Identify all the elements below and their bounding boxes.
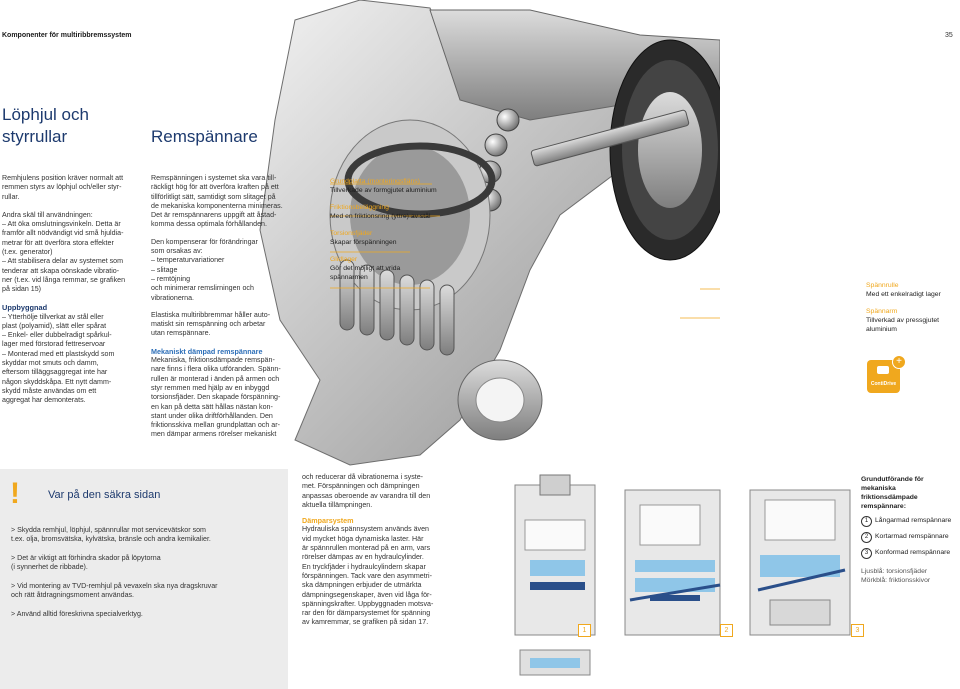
label-title-torsion-spring: Torsionsfjäder <box>330 230 373 237</box>
label-desc-pulley: Med ett enkelradigt lager <box>866 291 941 298</box>
continued-text: och reducerar då vibrationerna i syste- … <box>302 473 431 509</box>
tensioner-p4: Mekaniska, friktionsdämpade remspän- nar… <box>151 356 281 439</box>
safety-title: Var på den säkra sidan <box>48 489 161 501</box>
long-arm-tensioner-section <box>514 474 596 676</box>
legend-num: 3 <box>861 548 872 559</box>
label-desc-torsion-spring: Skapar förspänningen <box>330 239 397 246</box>
legend-label: Långarmad remspännare <box>875 517 952 524</box>
reasons-list: – Att öka omslutningsvinkeln. Detta är f… <box>2 220 126 294</box>
idler-intro: Remhjulens position kräver normalt att r… <box>2 174 124 201</box>
safety-item: > Använd alltid föreskrivna specialverkt… <box>11 610 143 618</box>
label-title-friction-coating: Friktionsbeläggning <box>330 204 389 211</box>
label-desc-base-plate: Tillverkade av formgjutet aluminium <box>330 187 437 194</box>
diagram-badge-1: 1 <box>578 624 591 637</box>
label-desc-tensioner-arm: Tillverkad av pressgjutet aluminium <box>866 317 940 333</box>
diagram-badge-2: 2 <box>720 624 733 637</box>
legend-note-dark-blue: Mörkblå: friktionsskivor <box>861 577 931 584</box>
legend-num: 2 <box>861 532 872 543</box>
mechanical-tensioner-subheading: Mekaniskt dämpad remspännare <box>151 346 263 356</box>
label-title-base-plate: Grundplatta (monteringsfläns) <box>330 178 420 185</box>
legend-label: Konformad remspännare <box>875 549 951 556</box>
running-header: Komponenter för multiribbremssystem <box>2 32 132 39</box>
legend-title: Grundutförande för mekaniska friktionsdä… <box>861 476 924 510</box>
safety-item: > Skydda remhjul, löphjul, spännrullar m… <box>11 526 211 544</box>
label-title-pulley: Spännrulle <box>866 282 899 289</box>
conical-tensioner-section <box>749 489 851 636</box>
short-arm-tensioner-section <box>624 489 721 636</box>
safety-box: ! Var på den säkra sidan > Skydda remhju… <box>0 469 288 689</box>
label-title-plain-bearing: Glidlager <box>330 256 358 263</box>
warning-icon: ! <box>10 477 20 510</box>
safety-item: > Vid montering av TVD-remhjul på vevaxe… <box>11 582 218 600</box>
legend-num: 1 <box>861 516 872 527</box>
page-number-right: 35 <box>945 32 953 39</box>
safety-item: > Det är viktigt att förhindra skador på… <box>11 554 161 572</box>
legend-note-light-blue: Ljusblå: torsionsfjäder <box>861 568 928 575</box>
tensioner-p1: Remspänningen i systemet ska vara till- … <box>151 174 283 229</box>
label-desc-friction-coating: Med en friktionsring (yttre) av stål <box>330 213 431 220</box>
contidrive-logo-text: ContiDrive <box>870 381 897 387</box>
section-heading-idler: Löphjul och styrrullar <box>2 105 89 146</box>
tensioner-p3: Elastiska multiribbremmar håller auto- m… <box>151 310 271 338</box>
tensioner-p2: Den kompenserar för förändringar som ors… <box>151 237 258 302</box>
legend-label: Kortarmad remspännare <box>875 533 949 540</box>
label-title-tensioner-arm: Spännarm <box>866 308 898 315</box>
contidrive-logo: + ContiDrive <box>867 355 906 393</box>
reasons-title: Andra skäl till användningen: <box>2 210 93 219</box>
tensioner-cutaway-illustration <box>259 0 720 466</box>
damper-system-subheading: Dämparsystem <box>302 516 354 526</box>
label-desc-plain-bearing: Gör det möjligt att vrida spännarmen <box>330 265 401 281</box>
damper-system-text: Hydrauliska spännsystem används även vid… <box>302 525 434 627</box>
contidrive-plus-icon: + <box>892 355 906 369</box>
section-heading-tensioner: Remspännare <box>151 127 258 146</box>
camera-icon <box>877 366 889 374</box>
tensioner-section-diagrams <box>514 474 851 676</box>
build-list: – Ytterhölje tillverkat av stål eller pl… <box>2 312 115 405</box>
build-title: Uppbyggnad <box>2 302 48 312</box>
diagram-badge-3: 3 <box>851 624 864 637</box>
